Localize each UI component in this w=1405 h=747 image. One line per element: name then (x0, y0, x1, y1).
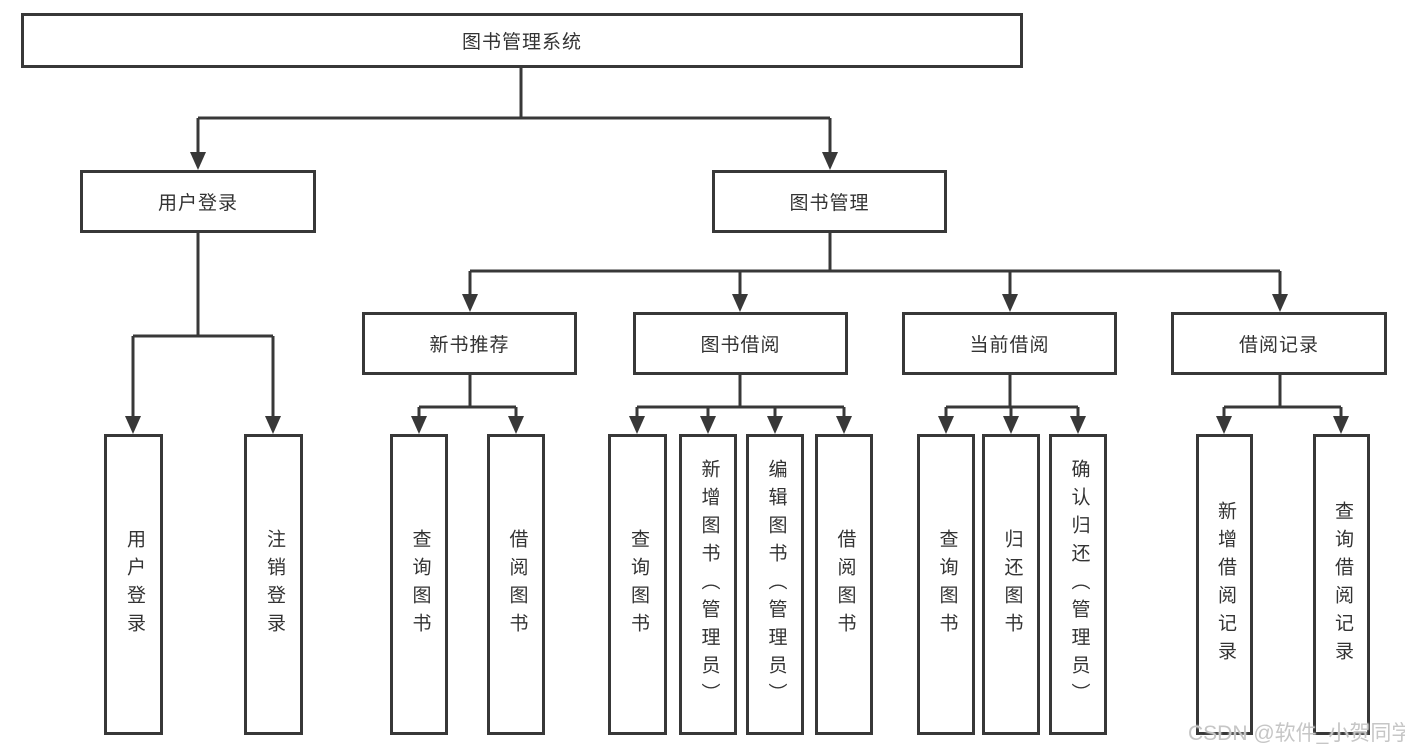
leaf-confirm-return-admin-label: 确认归还（管理员） (1068, 458, 1090, 711)
node-new-book-recommend-label: 新书推荐 (429, 335, 510, 356)
node-book-management-label: 图书管理 (789, 193, 870, 214)
leaf-add-books-admin: 新增图书（管理员） (679, 434, 737, 735)
leaf-query-books-borrowing: 查询图书 (608, 434, 667, 735)
node-borrowing-records: 借阅记录 (1171, 312, 1387, 375)
node-user-login: 用户登录 (80, 170, 316, 233)
leaf-logout: 注销登录 (244, 434, 303, 735)
leaf-query-borrow-record: 查询借阅记录 (1313, 434, 1370, 735)
leaf-add-borrow-record-label: 新增借阅记录 (1214, 500, 1236, 669)
leaf-query-books-recommend-label: 查询图书 (409, 528, 431, 641)
leaf-add-books-admin-label: 新增图书（管理员） (698, 458, 720, 711)
leaf-confirm-return-admin: 确认归还（管理员） (1049, 434, 1107, 735)
leaf-borrow-books: 借阅图书 (815, 434, 873, 735)
leaf-query-books-borrowing-label: 查询图书 (627, 528, 649, 641)
leaf-query-books-current-label: 查询图书 (936, 528, 958, 641)
node-root: 图书管理系统 (21, 13, 1023, 68)
leaf-logout-label: 注销登录 (263, 528, 285, 641)
node-current-borrowing: 当前借阅 (902, 312, 1117, 375)
leaf-borrow-books-label: 借阅图书 (834, 528, 856, 641)
leaf-return-books: 归还图书 (982, 434, 1040, 735)
leaf-borrow-books-recommend: 借阅图书 (487, 434, 545, 735)
node-book-borrowing-label: 图书借阅 (700, 335, 781, 356)
leaf-edit-books-admin: 编辑图书（管理员） (746, 434, 804, 735)
node-book-management: 图书管理 (712, 170, 947, 233)
node-borrowing-records-label: 借阅记录 (1238, 335, 1319, 356)
node-user-login-label: 用户登录 (157, 193, 238, 214)
node-root-label: 图书管理系统 (461, 32, 582, 53)
leaf-edit-books-admin-label: 编辑图书（管理员） (765, 458, 787, 711)
leaf-borrow-books-recommend-label: 借阅图书 (506, 528, 528, 641)
leaf-query-books-recommend: 查询图书 (390, 434, 448, 735)
leaf-query-borrow-record-label: 查询借阅记录 (1331, 500, 1353, 669)
watermark: CSDN @软件_小贺同学 (1188, 722, 1405, 745)
node-current-borrowing-label: 当前借阅 (969, 335, 1050, 356)
leaf-user-login-label: 用户登录 (123, 528, 145, 641)
leaf-query-books-current: 查询图书 (917, 434, 975, 735)
leaf-user-login: 用户登录 (104, 434, 163, 735)
node-new-book-recommend: 新书推荐 (362, 312, 577, 375)
leaf-return-books-label: 归还图书 (1001, 528, 1023, 641)
leaf-add-borrow-record: 新增借阅记录 (1196, 434, 1253, 735)
node-book-borrowing: 图书借阅 (633, 312, 848, 375)
